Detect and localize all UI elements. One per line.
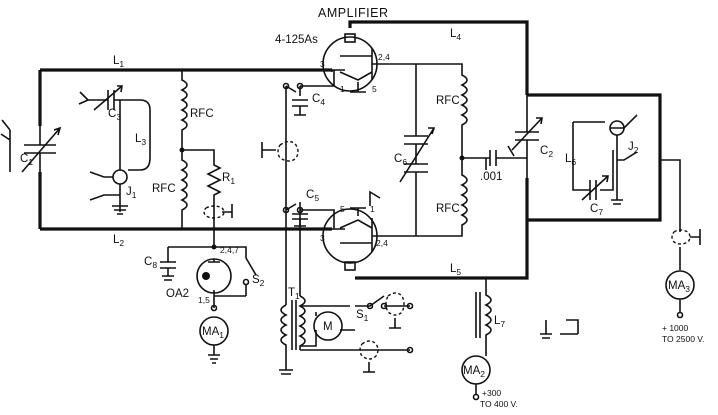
regulator-section [160,244,257,364]
filament-meter-label: M [323,321,333,333]
c3-label: C3 [108,108,121,122]
regulator-pin-top: 2,4,7 [220,245,239,255]
coupling-cap-label: .001 [480,171,502,183]
rfc-plate-top-label: RFC [436,95,460,107]
l7-label: L7 [494,315,505,329]
c7-label: C7 [590,203,603,217]
regulator-pin-bottom: 1,5 [198,295,210,305]
tube-type-label: 4-125As [275,34,318,46]
l4-label: L4 [450,28,461,42]
c5-label: C5 [306,189,319,203]
upper-pin-grid: 3 [320,59,325,69]
l2-label: L2 [113,234,124,248]
r1-label: R1 [222,172,235,186]
l5-label: L5 [450,263,461,277]
lower-pin-grid: 3 [320,233,325,243]
hv-supply-line2: TO 2500 V. [662,334,705,344]
upper-pin-plate: 2,4 [378,52,390,62]
l3-link-loop [78,85,151,215]
c6-label: C6 [394,153,407,167]
lower-tube [282,190,416,271]
t1-label: T1 [288,287,300,301]
plate-supply-line2: TO 400 V. [480,399,518,409]
regulator-label: OA2 [166,288,189,300]
l5-bus [355,178,529,280]
l1-label: L1 [113,55,124,69]
ma3-label: MA3 [668,280,690,294]
grid-tank-buses [38,68,332,231]
l4-bus [348,20,529,95]
t1-transformer [279,292,414,375]
hv-supply-line1: + 1000 [662,323,689,333]
c8-label: C8 [144,256,157,270]
rfc-plate-bottom-label: RFC [436,203,460,215]
lower-pin-1: 1 [370,204,375,214]
lower-pin-5: 5 [340,204,345,214]
rfc-grid-bottom-label: RFC [152,183,176,195]
grid-rfc-chain [179,70,233,247]
output-tank [527,93,701,270]
upper-tube [282,33,416,116]
lower-pin-plate: 2,4 [376,238,388,248]
l6-label: L6 [565,153,576,167]
c1-label: C1 [20,153,33,167]
ground-symbols [540,319,579,339]
plate-tank-buses [348,20,529,280]
ma2-label: MA2 [463,365,485,379]
plate-circuit [399,63,527,296]
s2-label: S2 [252,274,265,288]
c4-label: C4 [312,93,325,107]
j2-label: J2 [628,141,639,155]
c2-label: C2 [540,145,553,159]
heater-leads [261,86,301,305]
c2-capacitor [511,95,543,178]
j1-label: J1 [126,186,137,200]
upper-pin-1: 1 [340,84,345,94]
c1-capacitor [0,119,62,173]
l7-choke [461,278,492,401]
plate-supply-line1: +300 [482,388,501,398]
s1-label: S1 [356,309,369,323]
l3-label: L3 [135,133,146,147]
ma1-label: MA1 [202,326,224,340]
rfc-grid-top-label: RFC [190,108,214,120]
ma3-meter [665,270,695,319]
upper-pin-5: 5 [372,84,377,94]
diagram-title: AMPLIFIER [318,6,389,20]
